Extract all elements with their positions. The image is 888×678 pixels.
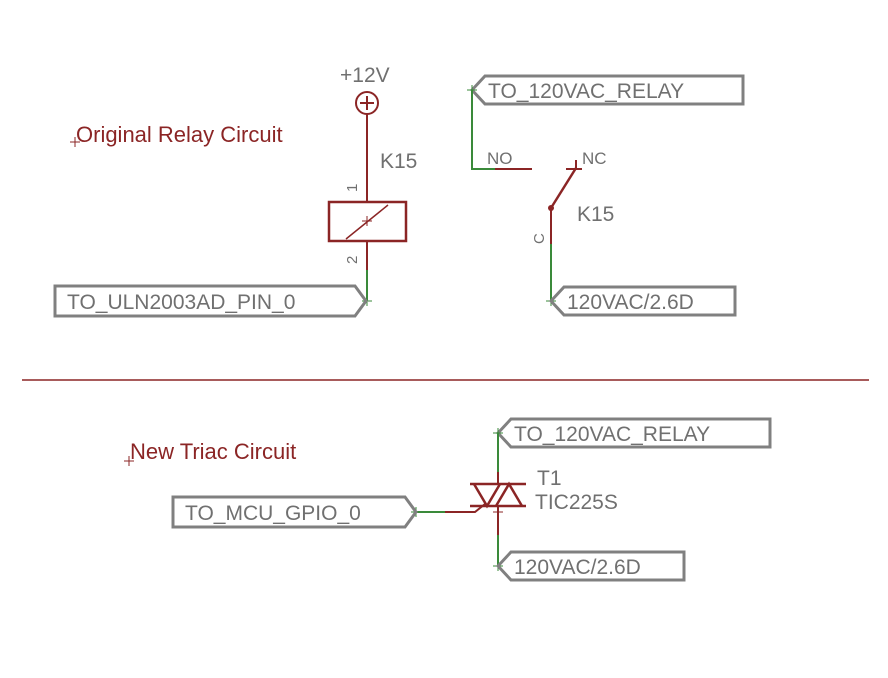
title-origin-marker bbox=[70, 137, 80, 147]
triac-part-value: TIC225S bbox=[535, 491, 618, 514]
no-contact-label: NO bbox=[487, 149, 513, 168]
triac-net-bottom-label: 120VAC/2.6D bbox=[514, 556, 641, 579]
contact-name-label: K15 bbox=[577, 203, 614, 226]
relay-switch-arm[interactable] bbox=[549, 167, 578, 209]
coil-origin-marker bbox=[362, 216, 372, 226]
triac-icon[interactable] bbox=[470, 481, 526, 509]
coil-pin1-label: 1 bbox=[344, 184, 361, 192]
coil-name-label: K15 bbox=[380, 150, 417, 173]
relay-net-top-flag[interactable] bbox=[469, 74, 745, 106]
gate-net-label: TO_MCU_GPIO_0 bbox=[185, 502, 361, 525]
relay-net-bottom-flag[interactable] bbox=[548, 285, 737, 317]
nc-contact-label: NC bbox=[582, 149, 607, 168]
no-contact-wire[interactable] bbox=[471, 90, 495, 170]
coil-net-flag[interactable] bbox=[53, 284, 368, 318]
triac-net-top-flag[interactable] bbox=[495, 417, 772, 449]
supply-label: +12V bbox=[340, 64, 390, 87]
gate-net-flag[interactable] bbox=[171, 495, 418, 529]
relay-net-top-label: TO_120VAC_RELAY bbox=[488, 80, 684, 103]
common-contact-label: C bbox=[531, 233, 548, 244]
triac-title-origin-marker bbox=[124, 456, 134, 466]
relay-net-bottom-label: 120VAC/2.6D bbox=[567, 291, 694, 314]
supply-icon bbox=[355, 91, 379, 115]
triac-section-title: New Triac Circuit bbox=[130, 439, 296, 464]
coil-net-label: TO_ULN2003AD_PIN_0 bbox=[67, 291, 295, 314]
triac-origin-marker bbox=[493, 507, 503, 517]
relay-section-title: Original Relay Circuit bbox=[76, 122, 283, 147]
triac-gate-lead bbox=[445, 503, 486, 513]
triac-part-name: T1 bbox=[537, 467, 562, 490]
coil-pin2-label: 2 bbox=[344, 256, 361, 264]
triac-net-bottom-flag[interactable] bbox=[495, 550, 686, 582]
triac-net-top-label: TO_120VAC_RELAY bbox=[514, 423, 710, 446]
